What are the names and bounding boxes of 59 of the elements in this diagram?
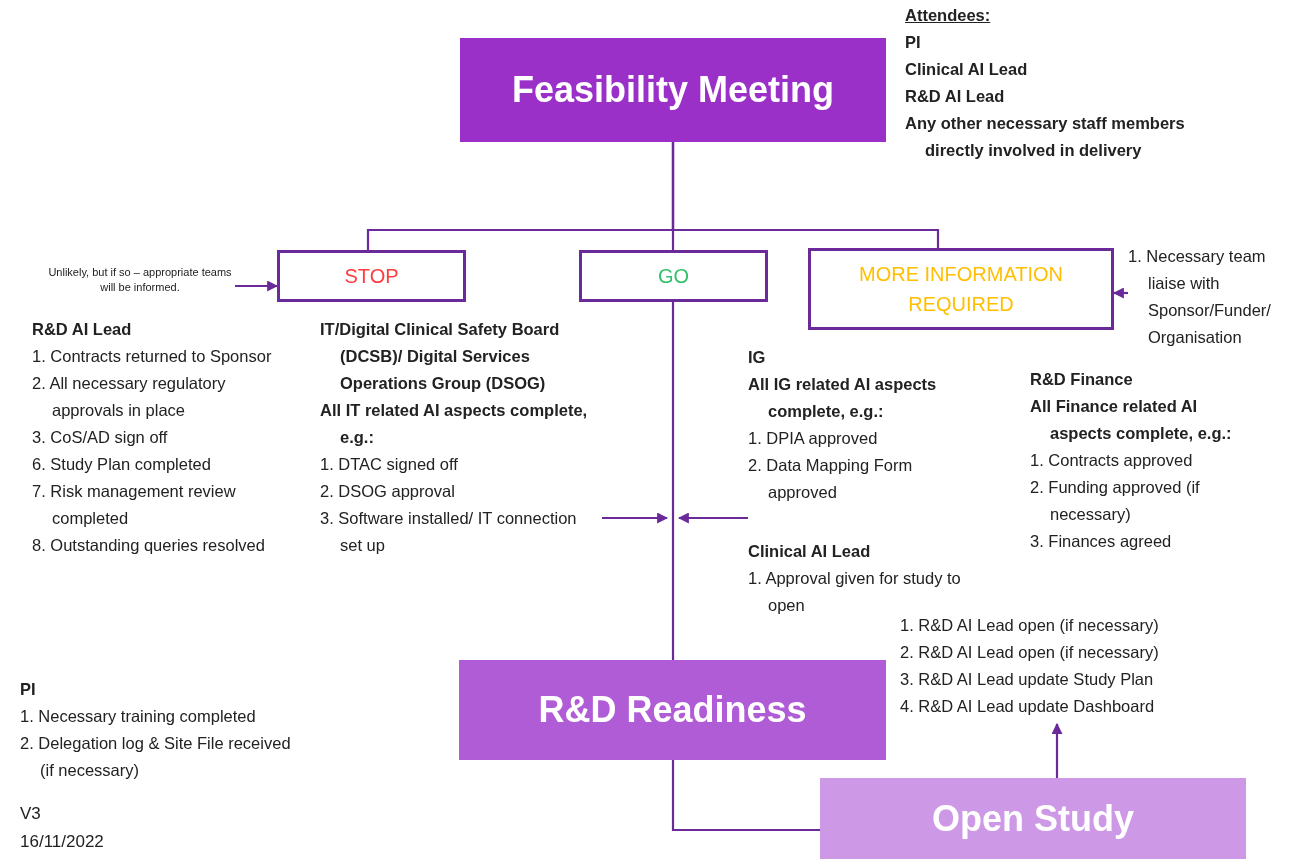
box-title: Feasibility Meeting (511, 69, 835, 111)
heading-text: All Finance related AI aspects complete, e.g.: (1030, 396, 1233, 444)
arrow (677, 512, 748, 524)
list-item-text: 8. Outstanding queries resolved (32, 535, 266, 556)
arrow (235, 280, 279, 292)
list-item-text: 1. Contracts returned to Sponsor (32, 346, 273, 367)
list-item-text: 4. R&D AI Lead update Dashboard (900, 696, 1156, 717)
heading-text: Clinical AI Lead (905, 59, 1029, 80)
decision-box (579, 250, 768, 302)
list-item-text: 2. All necessary regulatory approvals in place (32, 373, 227, 421)
decision-box (808, 248, 1114, 330)
decision-box (277, 250, 466, 302)
list-item-text: 7. Risk management review completed (32, 481, 237, 529)
heading-text: All IG related AI aspects complete, e.g.: (748, 374, 938, 422)
box-title: R&D Readiness (538, 689, 807, 731)
arrow (1112, 287, 1128, 299)
heading-text: R&D AI Lead (32, 319, 133, 340)
box-title: Open Study (932, 797, 1134, 840)
connector-line (671, 302, 675, 660)
list-item-text: 3. Software installed/ IT connection set up (320, 508, 578, 556)
list-item-text: 3. R&D AI Lead update Study Plan (900, 669, 1155, 690)
heading-text: Clinical AI Lead (748, 541, 872, 562)
heading-text: IT/Digital Clinical Safety Board (DCSB)/ Digital Services Operations Group (DSOG) (320, 319, 561, 394)
heading-text: All IT related AI aspects complete, e.g.: (320, 400, 589, 448)
list-item-text: 1. Necessary team liaise with Sponsor/Funder/ Organisation (1128, 246, 1272, 348)
arrow (1051, 722, 1063, 778)
list-item-text: 2. Delegation log & Site File received (if necessary) (20, 733, 292, 781)
list-item-text: 1. Necessary training completed (20, 706, 257, 727)
decision-label: STOP (344, 264, 399, 289)
version-text: V3 (20, 803, 42, 825)
list-item-text: Unlikely, but if so – appropriate teams will be informed. (47, 265, 233, 295)
process-box (820, 778, 1246, 859)
process-box (459, 660, 886, 760)
connector-line (671, 760, 820, 832)
list-item-text: 1. Approval given for study to open (748, 568, 962, 616)
list-item-text: 2. DSOG approval (320, 481, 456, 502)
heading-text: R&D Finance (1030, 369, 1134, 390)
list-item-text: 1. Contracts approved (1030, 450, 1194, 471)
heading-text: Attendees: (905, 5, 992, 26)
decision-label: GO (657, 264, 690, 289)
heading-text: PI (905, 32, 922, 53)
list-item-text: 1. R&D AI Lead open (if necessary) (900, 615, 1160, 636)
heading-text: PI (20, 679, 37, 700)
list-item-text: 2. Data Mapping Form approved (748, 455, 914, 503)
list-item-text: 1. DTAC signed off (320, 454, 459, 475)
list-item-text: 2. Funding approved (if necessary) (1030, 477, 1201, 525)
heading-text: IG (748, 347, 767, 368)
heading-text: R&D AI Lead (905, 86, 1006, 107)
list-item-text: 3. CoS/AD sign off (32, 427, 169, 448)
list-item-text: 3. Finances agreed (1030, 531, 1173, 552)
connector-line (671, 142, 940, 248)
process-box (460, 38, 886, 142)
heading-text: Any other necessary staff members directly involved in delivery (905, 113, 1186, 161)
list-item-text: 6. Study Plan completed (32, 454, 212, 475)
list-item-text: 1. DPIA approved (748, 428, 879, 449)
version-text: 16/11/2022 (20, 831, 105, 853)
list-item-text: 2. R&D AI Lead open (if necessary) (900, 642, 1160, 663)
arrow (602, 512, 669, 524)
decision-label: MORE INFORMATION REQUIRED (857, 262, 1065, 317)
